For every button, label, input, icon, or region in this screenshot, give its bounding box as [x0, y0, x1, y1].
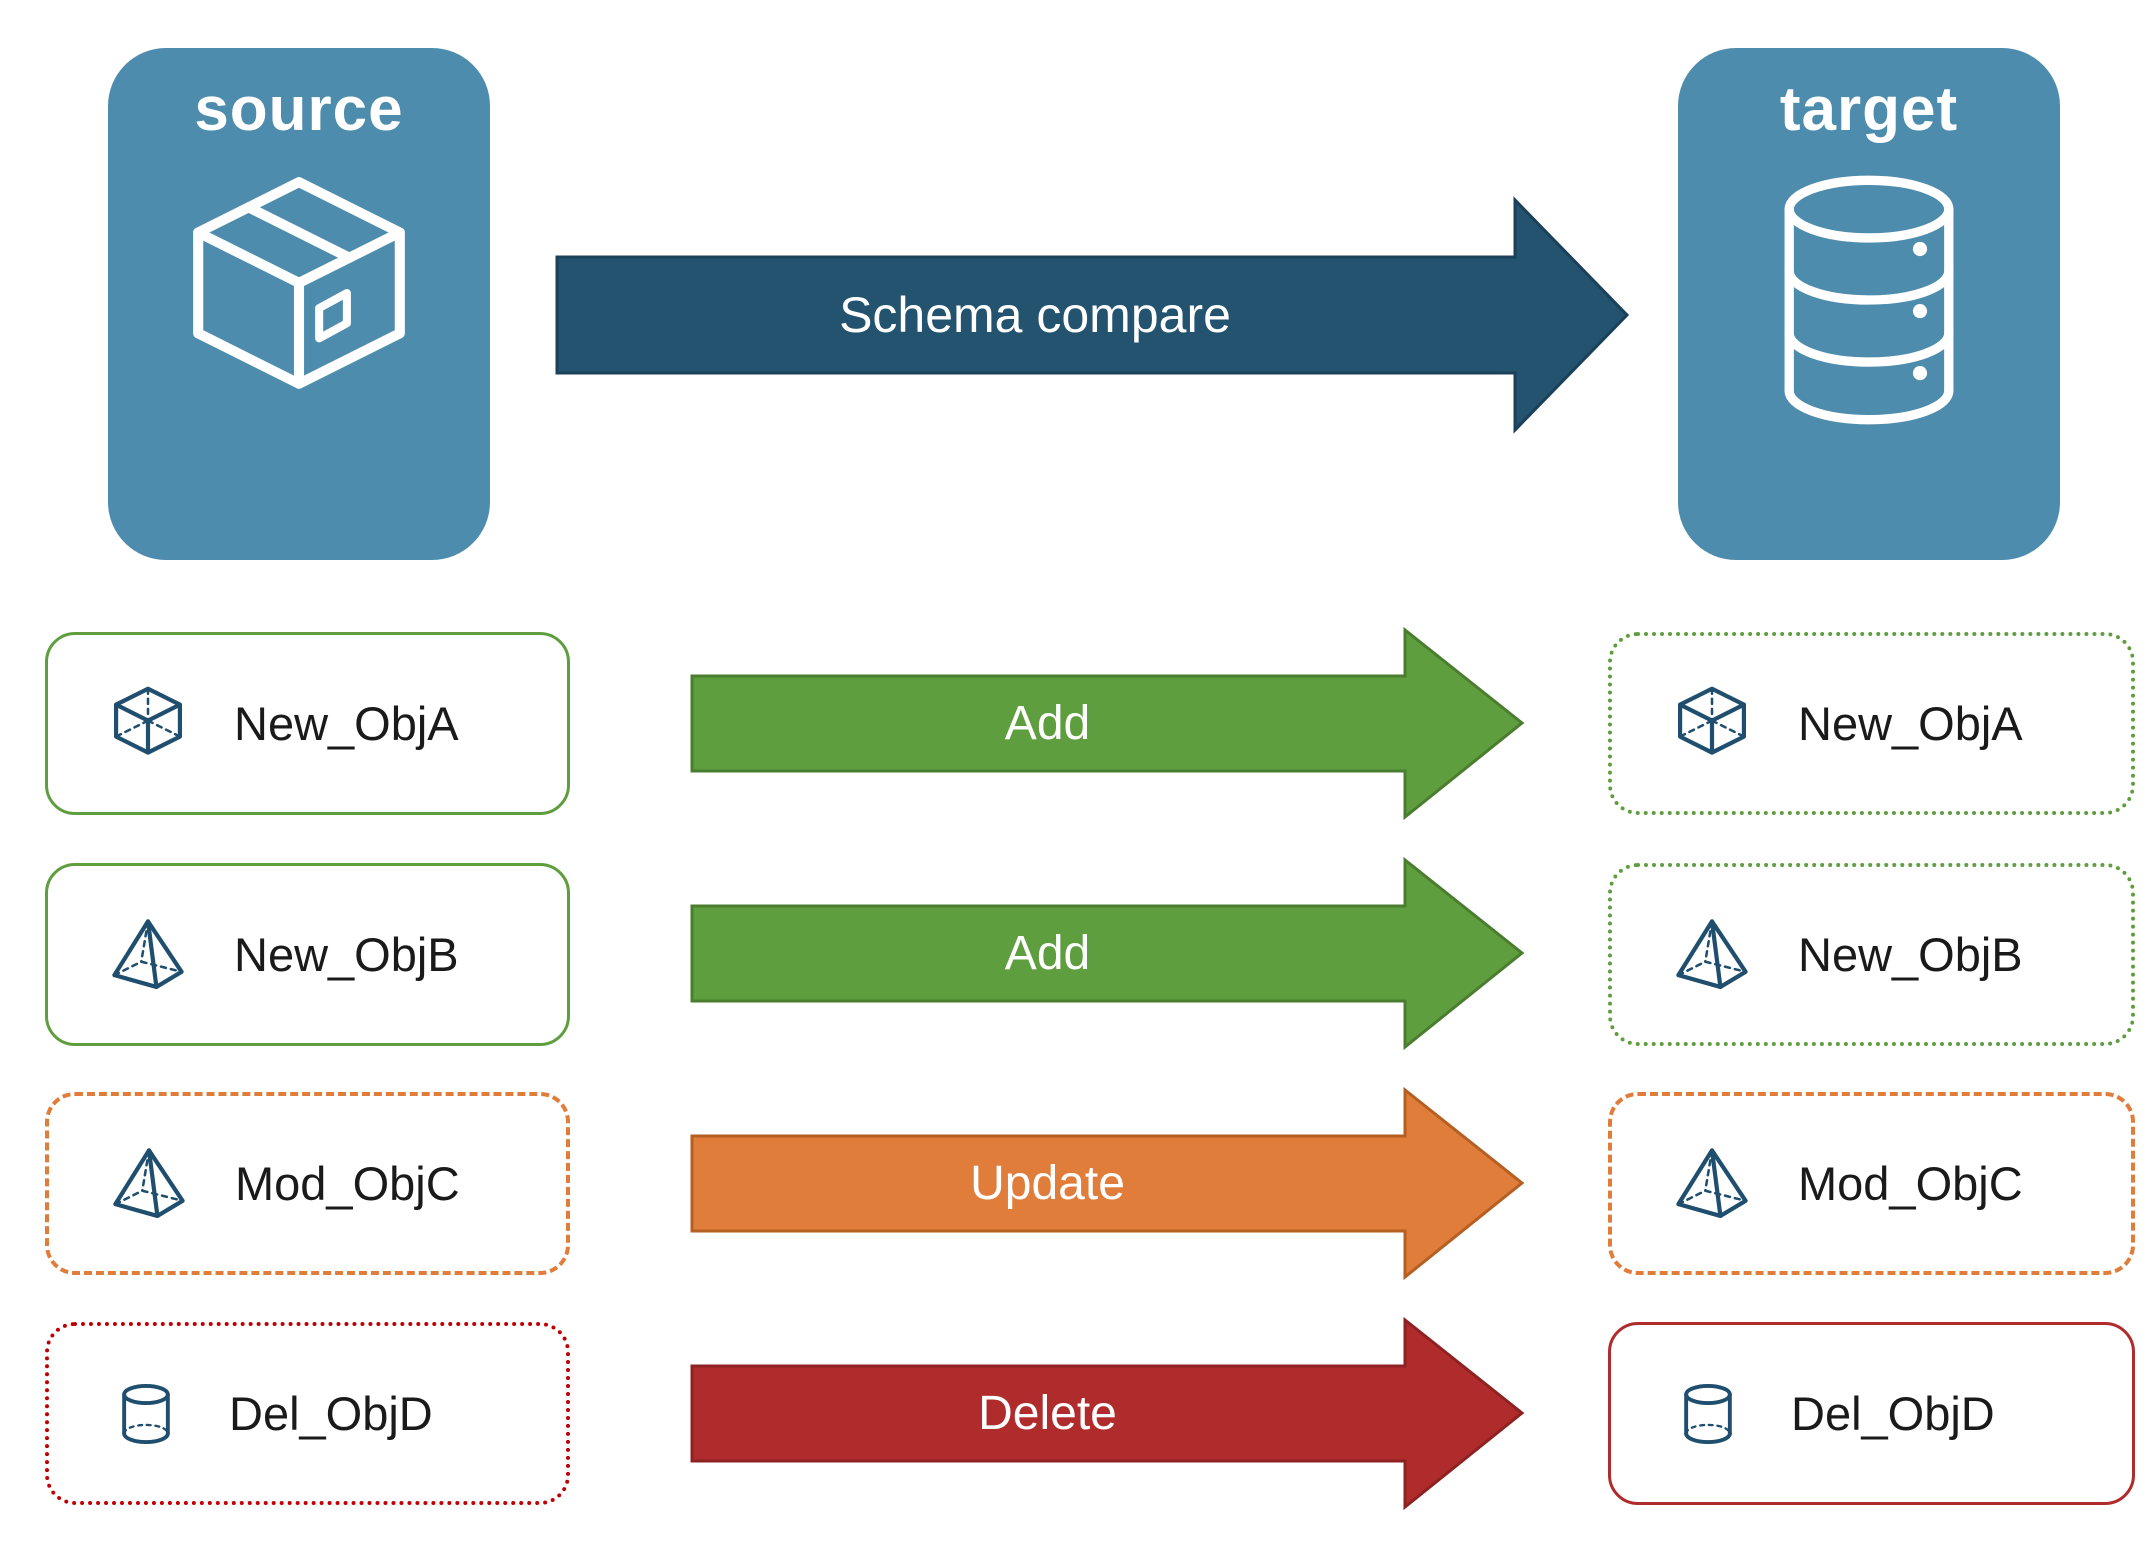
cylinder-icon — [1684, 1383, 1732, 1444]
delete-arrow-label: Delete — [978, 1387, 1117, 1440]
target-object-del-objd: Del_ObjD — [1608, 1322, 2135, 1505]
target-object-mod-objc: Mod_ObjC — [1608, 1092, 2135, 1275]
object-label: New_ObjB — [1798, 928, 2023, 981]
pyramid-icon — [112, 918, 184, 989]
add-arrow-shape — [690, 626, 1525, 821]
target-object-new-obja: New_ObjA — [1608, 632, 2135, 815]
cube-icon — [113, 686, 183, 755]
compare-arrow-shape — [555, 196, 1630, 434]
update-arrow: Update — [690, 1086, 1525, 1281]
object-label: Del_ObjD — [1791, 1387, 1995, 1440]
object-label: Mod_ObjC — [1798, 1157, 2023, 1210]
source-title: source — [194, 75, 404, 144]
add-arrow-row1: Add — [690, 626, 1525, 821]
pyramid-icon — [1676, 1147, 1748, 1218]
schema-compare-arrow: Schema compare — [555, 196, 1630, 434]
source-object-mod-objc: Mod_ObjC — [45, 1092, 570, 1275]
add-arrow-label: Add — [1004, 697, 1091, 750]
update-arrow-label: Update — [970, 1157, 1125, 1210]
add-arrow-shape — [690, 856, 1525, 1051]
object-label: Mod_ObjC — [235, 1157, 460, 1210]
pyramid-icon — [1676, 918, 1748, 989]
delete-arrow-shape — [690, 1316, 1525, 1511]
pyramid-icon — [113, 1147, 185, 1218]
object-label: New_ObjA — [234, 697, 459, 750]
package-icon — [193, 177, 405, 389]
source-panel: source — [108, 48, 490, 560]
cylinder-icon — [122, 1383, 170, 1444]
add-arrow-label: Add — [1004, 927, 1091, 980]
update-arrow-shape — [690, 1086, 1525, 1281]
add-arrow-row2: Add — [690, 856, 1525, 1051]
source-object-new-obja: New_ObjA — [45, 632, 570, 815]
target-title: target — [1779, 75, 1959, 144]
delete-arrow: Delete — [690, 1316, 1525, 1511]
target-object-new-objb: New_ObjB — [1608, 863, 2135, 1046]
source-object-new-objb: New_ObjB — [45, 863, 570, 1046]
schema-compare-label: Schema compare — [839, 287, 1231, 343]
database-icon — [1784, 175, 1954, 425]
cube-icon — [1677, 686, 1747, 755]
target-panel: target — [1678, 48, 2060, 560]
object-label: New_ObjB — [234, 928, 459, 981]
object-label: New_ObjA — [1798, 697, 2023, 750]
object-label: Del_ObjD — [229, 1387, 433, 1440]
source-object-del-objd: Del_ObjD — [45, 1322, 570, 1505]
